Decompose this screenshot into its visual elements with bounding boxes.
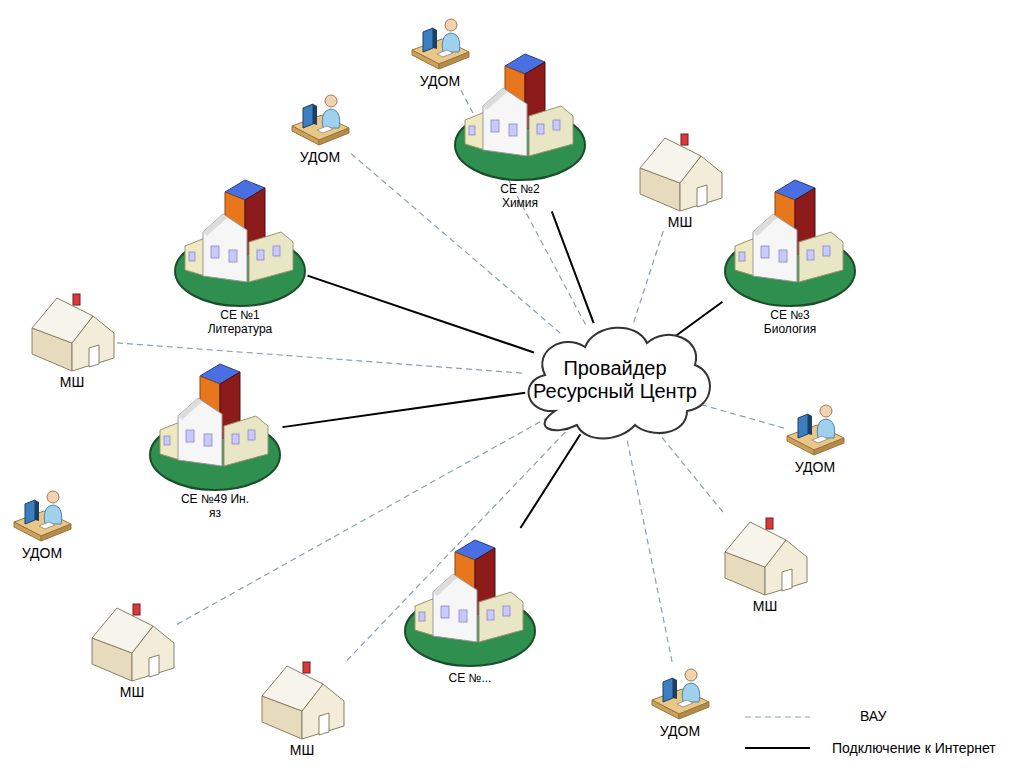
node-label: МШ	[668, 214, 693, 231]
school-building	[453, 42, 588, 182]
node-label: УДОМ	[22, 545, 62, 562]
label-row: МШ	[635, 213, 725, 231]
legend-dashed-sample	[745, 716, 810, 717]
home-node: МШ	[720, 512, 810, 615]
user-desk-icon-shape	[412, 19, 469, 69]
school-label: СЕ №1 Литература	[203, 308, 277, 337]
school-building-shape	[150, 364, 280, 490]
school-label: СЕ №...	[449, 671, 492, 685]
school-label: СЕ №49 Ин. яз	[178, 492, 252, 521]
school-node: СЕ №1 Литература	[173, 168, 308, 337]
provider-cloud-node: Провайдер Ресурсный Центр	[515, 315, 715, 445]
user-desk-icon	[11, 484, 73, 544]
node-label: МШ	[753, 598, 778, 615]
label-row: МШ	[720, 597, 810, 615]
house-icon	[257, 656, 347, 741]
label-row: МШ	[27, 373, 117, 391]
label-row: СЕ №...	[403, 668, 538, 686]
school-building	[403, 528, 538, 668]
house-icon-shape	[32, 294, 114, 371]
internet-link	[308, 276, 534, 353]
user-desk-icon	[289, 88, 351, 148]
cloud-text-box: Провайдер Ресурсный Центр	[515, 315, 715, 445]
house-icon	[87, 598, 177, 683]
node-label: УДОМ	[660, 723, 700, 740]
provider-label: Провайдер Ресурсный Центр	[529, 357, 701, 403]
house-icon-shape	[92, 604, 174, 681]
label-row: СЕ №49 Ин. яз	[148, 492, 283, 521]
home-node: МШ	[635, 128, 725, 231]
user-desk-icon-shape	[292, 95, 349, 145]
label-row: УДОМ	[784, 458, 846, 476]
home-node: МШ	[27, 288, 117, 391]
home-node: МШ	[257, 656, 347, 759]
label-row: УДОМ	[649, 722, 711, 740]
house-icon	[27, 288, 117, 373]
house-icon	[635, 128, 725, 213]
house-icon	[720, 512, 810, 597]
home-node: МШ	[87, 598, 177, 701]
label-row: МШ	[257, 741, 347, 759]
node-label: МШ	[60, 374, 85, 391]
user-node: УДОМ	[409, 12, 471, 90]
label-row: СЕ №2 Химия	[453, 182, 588, 211]
label-row: МШ	[87, 683, 177, 701]
label-row: УДОМ	[11, 544, 73, 562]
vau-link	[634, 231, 664, 323]
provider-cloud-shape	[529, 328, 710, 439]
user-desk-icon-shape	[14, 491, 71, 541]
house-icon-shape	[725, 518, 807, 595]
label-row: СЕ №3 Биология	[723, 308, 858, 337]
vau-link	[699, 404, 784, 428]
user-desk-icon	[649, 662, 711, 722]
user-node: УДОМ	[784, 398, 846, 476]
house-icon-shape	[640, 134, 722, 211]
user-desk-icon	[784, 398, 846, 458]
node-label: УДОМ	[300, 149, 340, 166]
node-label: УДОМ	[795, 459, 835, 476]
school-building	[173, 168, 308, 308]
school-building-shape	[175, 180, 305, 306]
label-row: УДОМ	[409, 72, 471, 90]
house-icon-shape	[262, 662, 344, 739]
school-building-shape	[405, 540, 535, 666]
school-node: СЕ №3 Биология	[723, 168, 858, 337]
legend-solid-sample	[745, 747, 810, 749]
legend-text: Подключение к Интернет	[832, 740, 996, 756]
user-node: УДОМ	[289, 88, 351, 166]
label-row: УДОМ	[289, 148, 351, 166]
node-label: МШ	[120, 684, 145, 701]
node-label: МШ	[290, 742, 315, 759]
user-desk-icon-shape	[652, 669, 709, 719]
vau-link	[657, 432, 722, 512]
school-label: СЕ №2 Химия	[483, 182, 557, 211]
legend-text: ВАУ	[860, 708, 887, 724]
school-node: СЕ №49 Ин. яз	[148, 352, 283, 521]
school-building	[723, 168, 858, 308]
user-node: УДОМ	[649, 662, 711, 740]
school-building-shape	[455, 54, 585, 180]
vau-link	[627, 438, 672, 662]
school-building-shape	[725, 180, 855, 306]
internet-link	[676, 302, 723, 336]
user-desk-icon	[409, 12, 471, 72]
user-node: УДОМ	[11, 484, 73, 562]
internet-link	[552, 211, 594, 323]
school-label: СЕ №3 Биология	[753, 308, 827, 337]
school-node: СЕ №2 Химия	[453, 42, 588, 211]
internet-link	[283, 393, 526, 427]
node-label: УДОМ	[420, 73, 460, 90]
user-desk-icon-shape	[787, 405, 844, 455]
school-node: СЕ №...	[403, 528, 538, 686]
label-row: СЕ №1 Литература	[173, 308, 308, 337]
school-building	[148, 352, 283, 492]
vau-link	[117, 343, 524, 373]
